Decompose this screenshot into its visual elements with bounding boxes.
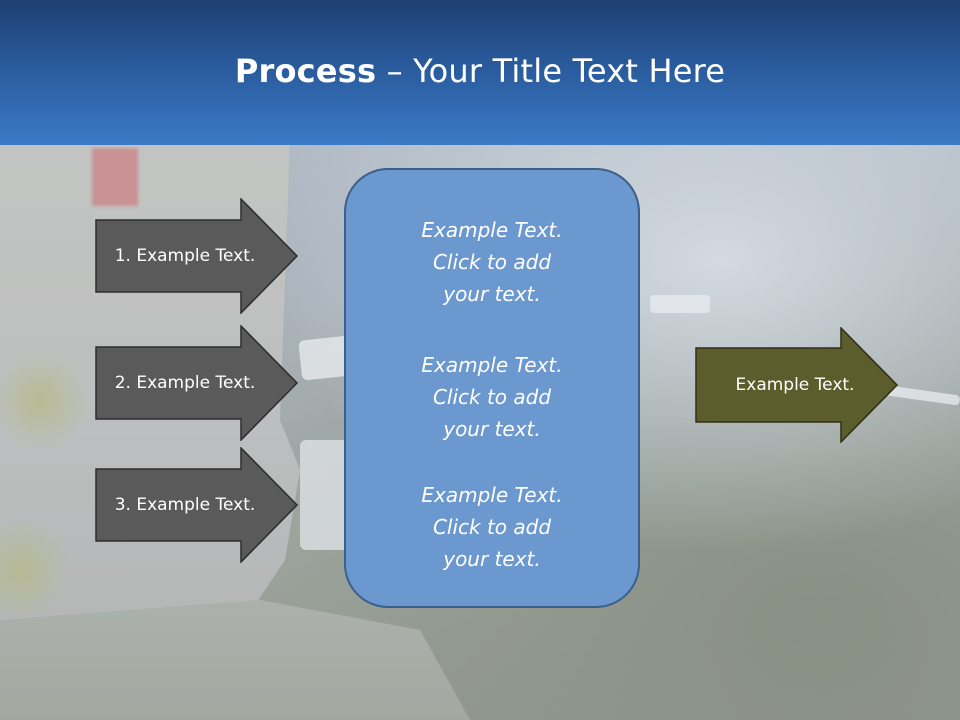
paragraph-line: Click to add	[432, 250, 552, 274]
center-paragraph-2: Example Text. Click to add your text.	[346, 349, 638, 445]
paragraph-line: your text.	[443, 282, 541, 306]
right-arrow-shape-icon	[95, 325, 299, 441]
right-arrow-shape-icon	[695, 327, 899, 443]
step-arrow-2[interactable]: 2. Example Text.	[95, 325, 299, 441]
title-bar: Process – Your Title Text Here	[0, 0, 960, 145]
step-arrow-3[interactable]: 3. Example Text.	[95, 447, 299, 563]
step-arrow-label: 3. Example Text.	[114, 495, 256, 515]
right-arrow-shape-icon	[95, 198, 299, 314]
paragraph-line: Click to add	[432, 515, 552, 539]
step-arrow-label: 1. Example Text.	[114, 246, 256, 266]
background-snow-patch	[650, 295, 710, 313]
right-arrow-shape-icon	[95, 447, 299, 563]
paragraph-line: Example Text.	[421, 483, 563, 507]
center-paragraph-1: Example Text. Click to add your text.	[346, 214, 638, 310]
step-arrow-1[interactable]: 1. Example Text.	[95, 198, 299, 314]
title-bold-text: Process	[234, 52, 377, 90]
title-rest-text: – Your Title Text Here	[376, 52, 726, 90]
background-red-mark	[92, 148, 138, 206]
center-paragraph-3: Example Text. Click to add your text.	[346, 479, 638, 575]
paragraph-line: Example Text.	[421, 353, 563, 377]
result-arrow-label: Example Text.	[735, 375, 855, 395]
paragraph-line: your text.	[443, 417, 541, 441]
slide-title[interactable]: Process – Your Title Text Here	[0, 52, 960, 90]
paragraph-line: Click to add	[432, 385, 552, 409]
center-text-box[interactable]: Example Text. Click to add your text. Ex…	[344, 168, 640, 608]
paragraph-line: your text.	[443, 547, 541, 571]
step-arrow-label: 2. Example Text.	[114, 373, 256, 393]
paragraph-line: Example Text.	[421, 218, 563, 242]
result-arrow[interactable]: Example Text.	[695, 327, 899, 443]
